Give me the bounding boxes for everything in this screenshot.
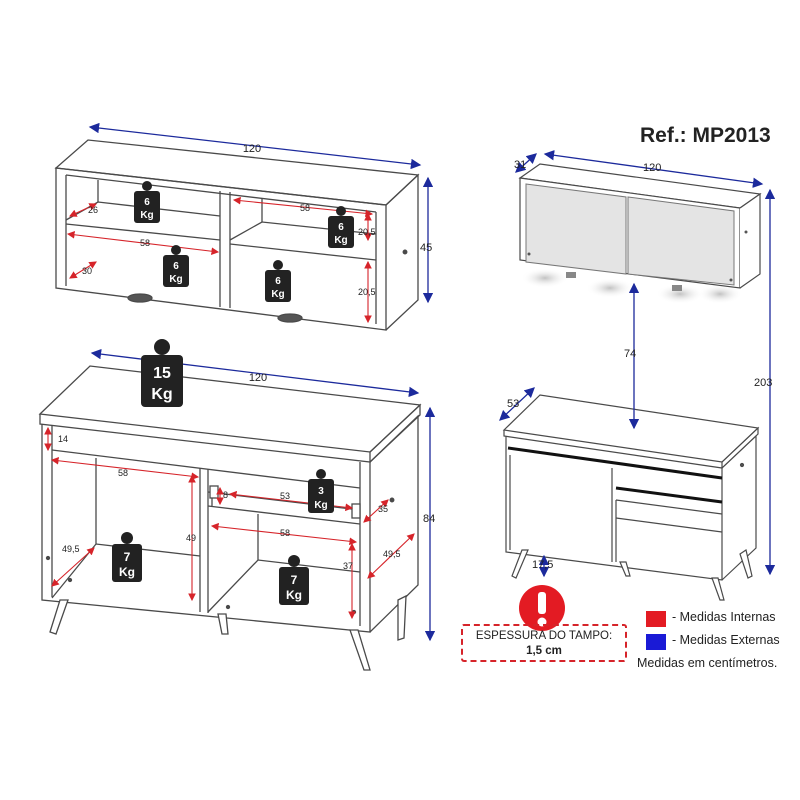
svg-text:Kg: Kg <box>271 289 284 300</box>
assembled-height-label: 203 <box>754 377 772 389</box>
balcao-width-right-label: 58 <box>280 528 290 538</box>
balcao-top-gap-label: 14 <box>58 434 68 444</box>
svg-text:Kg: Kg <box>140 210 153 221</box>
tampo-label: ESPESSURA DO TAMPO: <box>475 630 613 642</box>
svg-text:15: 15 <box>153 365 171 382</box>
svg-text:7: 7 <box>291 573 298 587</box>
aereo-height-label: 45 <box>420 242 432 254</box>
weight-icon: 7 Kg <box>279 555 309 605</box>
svg-text:6: 6 <box>275 276 281 287</box>
legend-swatch-external <box>646 634 666 650</box>
legend-internal: - Medidas Internas <box>672 610 776 624</box>
reference-title: Ref.: MP2013 <box>640 124 771 147</box>
aereo-width-right-label: 58 <box>300 203 310 213</box>
tampo-value: 1,5 cm <box>526 645 562 657</box>
svg-text:6: 6 <box>144 197 150 208</box>
aereo-divider <box>219 191 231 308</box>
assembled-gap-label: 74 <box>624 348 636 360</box>
svg-text:6: 6 <box>338 222 344 233</box>
weight-icon: 7 Kg <box>112 532 142 582</box>
weight-icon: 15 Kg <box>141 339 183 407</box>
weight-icon: 3 Kg <box>308 469 334 513</box>
assembled-top-width-label: 120 <box>643 162 661 174</box>
svg-text:3: 3 <box>318 486 324 497</box>
aereo-height-bottom-label: 20,5 <box>358 287 376 297</box>
aereo-shelf-right <box>229 221 377 261</box>
balcao-width-label: 120 <box>249 372 267 384</box>
balcao-side <box>369 414 419 633</box>
balcao-depth-right-label: 49,5 <box>383 549 401 559</box>
assembled-balcao <box>502 394 760 581</box>
aereo-width-label: 120 <box>243 143 261 155</box>
svg-text:6: 6 <box>173 261 179 272</box>
assembled-legs <box>511 549 753 601</box>
aereo-height-top-label: 20,5 <box>358 227 376 237</box>
aereo-width-dim <box>88 122 422 170</box>
weight-icon: 6 Kg <box>328 206 354 248</box>
weight-icon: 6 Kg <box>163 245 189 287</box>
balcao-divider <box>199 468 209 613</box>
balcao-drawer-depth-label: 35 <box>378 504 388 514</box>
svg-text:Kg: Kg <box>286 588 302 602</box>
svg-text:Kg: Kg <box>334 235 347 246</box>
aereo-side <box>385 173 419 331</box>
balcao-drawer-height-label: 8 <box>223 490 228 500</box>
legend-external: - Medidas Externas <box>672 633 780 647</box>
weight-icon: 6 Kg <box>134 181 160 223</box>
balcao-height-label: 84 <box>423 513 435 525</box>
units-note: Medidas em centímetros. <box>637 656 778 670</box>
svg-text:Kg: Kg <box>151 386 172 403</box>
svg-text:Kg: Kg <box>119 565 135 579</box>
balcao-width-left-label: 58 <box>118 468 128 478</box>
svg-text:7: 7 <box>124 550 131 564</box>
balcao-top <box>38 365 422 453</box>
balcao-cabinet <box>38 365 422 633</box>
weight-icon: 6 Kg <box>265 260 291 302</box>
balcao-height-left-label: 49 <box>186 533 196 543</box>
exclamation-icon <box>519 585 565 631</box>
assembled-aereo <box>518 163 762 304</box>
balcao-legs <box>49 594 407 671</box>
balcao-depth-left-label: 49,5 <box>62 544 80 554</box>
aereo-depth-top: 26 <box>88 205 98 215</box>
assembled-top-depth-label: 31 <box>514 159 526 171</box>
legend-swatch-internal <box>646 611 666 627</box>
assembled-base-depth-label: 53 <box>507 398 519 410</box>
balcao-drawer-width-label: 53 <box>280 491 290 501</box>
svg-text:Kg: Kg <box>169 274 182 285</box>
tampo-thickness-box: ESPESSURA DO TAMPO: 1,5 cm <box>461 624 627 662</box>
svg-text:Kg: Kg <box>314 500 327 511</box>
aereo-front <box>55 167 387 331</box>
assembled-leg-height-label: 17,5 <box>532 559 553 571</box>
aereo-width-top-label: 58 <box>140 238 150 248</box>
balcao-height-right-label: 37 <box>343 561 353 571</box>
aereo-depth-bottom: 30 <box>82 266 92 276</box>
